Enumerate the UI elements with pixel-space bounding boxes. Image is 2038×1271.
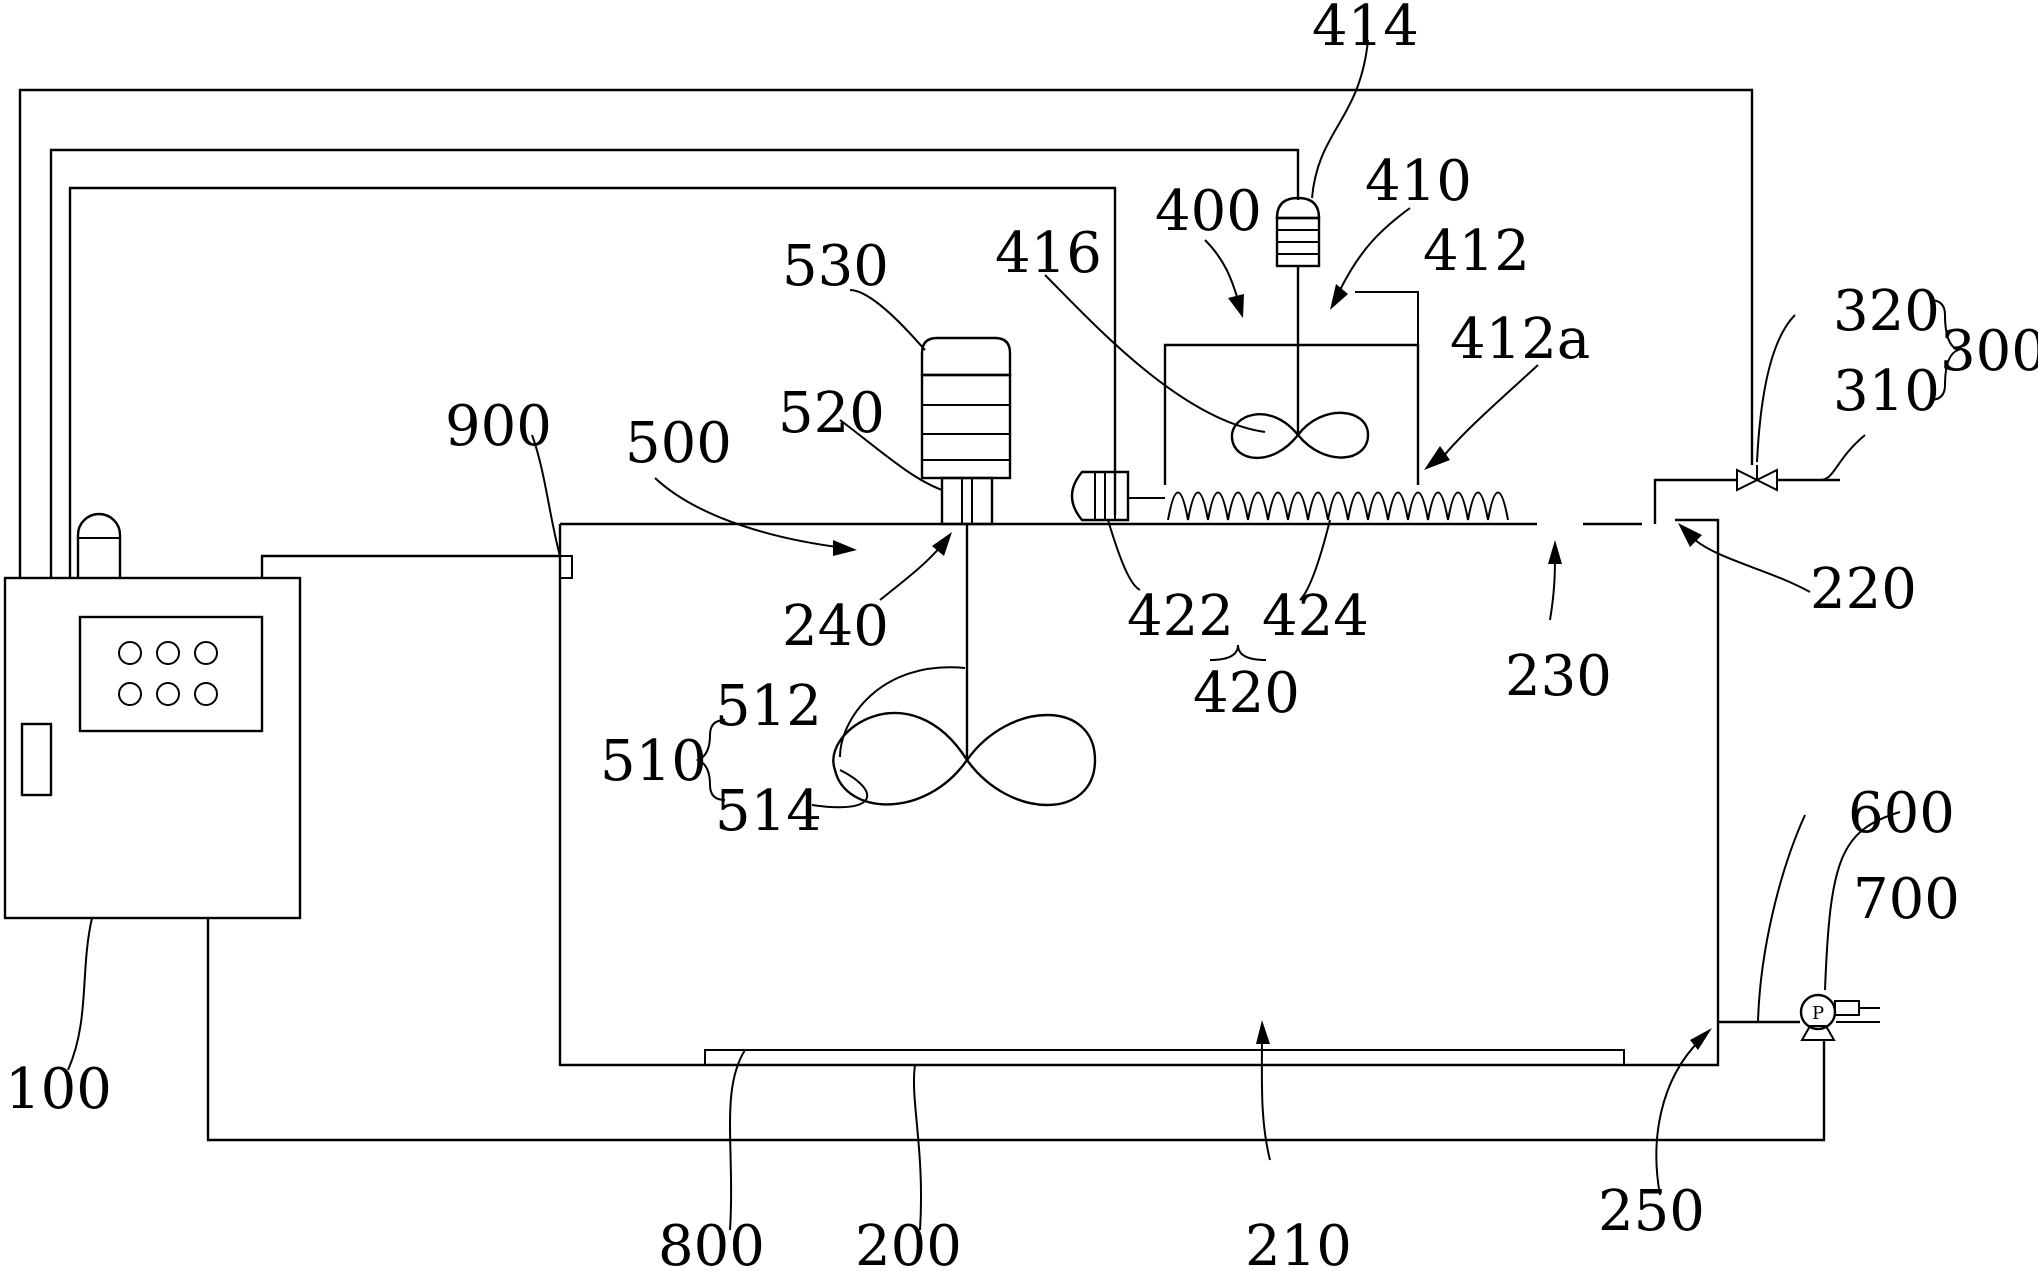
- label-220: 220: [1810, 557, 1917, 622]
- feed-motor-cap: [1275, 196, 1321, 220]
- circulation-pump: P: [1718, 993, 1880, 1041]
- reference-labels: 100 200 210 220 230 240 250 300 310 320 …: [5, 0, 2038, 1271]
- motor-cap: [920, 336, 1012, 377]
- indicator-lamp: [76, 512, 122, 578]
- panel-button: [118, 641, 142, 665]
- cabinet-handle: [20, 722, 53, 797]
- label-600: 600: [1848, 781, 1955, 846]
- panel-button: [156, 641, 180, 665]
- feeding-device: [1070, 196, 1509, 522]
- label-800: 800: [658, 1214, 765, 1271]
- hopper-stirrer: [1230, 411, 1370, 459]
- hopper: [1163, 343, 1420, 485]
- label-420: 420: [1193, 661, 1300, 726]
- label-416: 416: [995, 221, 1102, 286]
- label-422: 422: [1127, 584, 1234, 649]
- heating-plate: [704, 1049, 1625, 1065]
- control-cabinet: [3, 512, 302, 920]
- label-414: 414: [1312, 0, 1419, 59]
- label-520: 520: [778, 381, 885, 446]
- label-400: 400: [1155, 179, 1262, 244]
- label-100: 100: [5, 1057, 112, 1122]
- tank: [558, 478, 1737, 1067]
- panel-button: [194, 682, 218, 706]
- panel-button: [156, 682, 180, 706]
- label-530: 530: [782, 234, 889, 299]
- inlet-valve: [1736, 465, 1840, 492]
- label-700: 700: [1853, 867, 1960, 932]
- label-512: 512: [715, 674, 822, 739]
- label-320: 320: [1833, 279, 1940, 344]
- label-310: 310: [1833, 359, 1940, 424]
- label-200: 200: [855, 1214, 962, 1271]
- label-510: 510: [600, 729, 707, 794]
- label-300: 300: [1940, 319, 2038, 384]
- panel-button: [194, 641, 218, 665]
- label-410: 410: [1365, 149, 1472, 214]
- screw-motor: [1070, 470, 1130, 522]
- label-230: 230: [1505, 644, 1612, 709]
- label-900: 900: [445, 394, 552, 459]
- label-514: 514: [715, 779, 822, 844]
- control-wires: [18, 88, 1826, 1142]
- panel-button: [118, 682, 142, 706]
- label-210: 210: [1245, 1214, 1352, 1271]
- control-panel: [78, 615, 264, 733]
- inlet-pipe: [1653, 478, 1737, 524]
- label-500: 500: [625, 411, 732, 476]
- pump-mark: P: [1812, 1003, 1824, 1024]
- label-412a: 412a: [1450, 307, 1590, 372]
- motor-mount: [940, 476, 994, 526]
- stirring-blade: [832, 712, 1097, 806]
- label-250: 250: [1598, 1179, 1705, 1244]
- label-412: 412: [1423, 219, 1530, 284]
- label-240: 240: [782, 594, 889, 659]
- leader-lines: [67, 39, 1961, 1231]
- label-424: 424: [1262, 584, 1369, 649]
- level-sensor: [559, 555, 573, 579]
- screw-conveyor: [1167, 491, 1509, 521]
